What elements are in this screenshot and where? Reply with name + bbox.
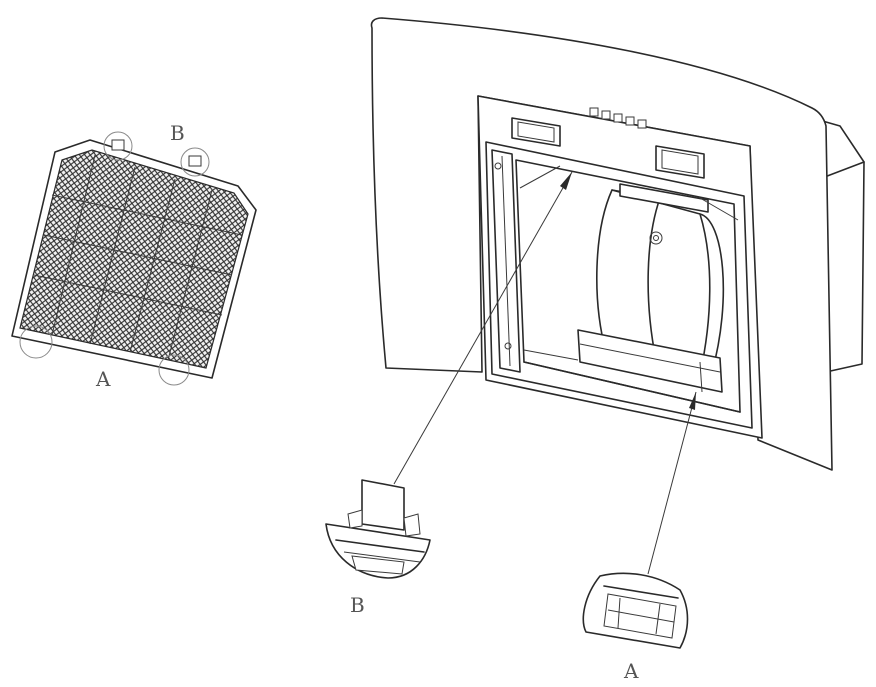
hood-glass-panel xyxy=(370,17,833,471)
hood-light-right xyxy=(655,145,705,179)
clip-tab-b-left xyxy=(111,139,125,151)
leader-line-b xyxy=(393,171,573,485)
cooker-hood xyxy=(370,17,865,471)
clip-circle-a-left xyxy=(19,325,53,359)
detail-b-clip xyxy=(325,479,431,579)
filter-grid xyxy=(33,154,243,361)
hood-bottom-tray xyxy=(577,329,723,393)
clip-tab-b-right xyxy=(188,155,202,167)
label-detail-a: A xyxy=(623,659,639,683)
leader-lines xyxy=(393,171,697,575)
arrowhead-b xyxy=(560,172,572,190)
clip-circle-a-right xyxy=(158,354,190,386)
filter-mesh xyxy=(19,149,249,369)
detail-a-slot xyxy=(582,572,689,649)
clip-circle-b-left xyxy=(103,131,133,161)
carbon-filter xyxy=(11,131,257,386)
label-detail-b: B xyxy=(350,593,365,617)
arrowhead-a xyxy=(689,392,696,410)
control-buttons xyxy=(589,107,647,129)
hood-top-bracket xyxy=(619,183,709,213)
label-filter-a: A xyxy=(95,367,111,391)
hood-light-left xyxy=(511,117,561,147)
leader-line-a xyxy=(647,391,697,575)
clip-circle-b-right xyxy=(180,147,210,177)
label-filter-b: B xyxy=(170,121,185,145)
